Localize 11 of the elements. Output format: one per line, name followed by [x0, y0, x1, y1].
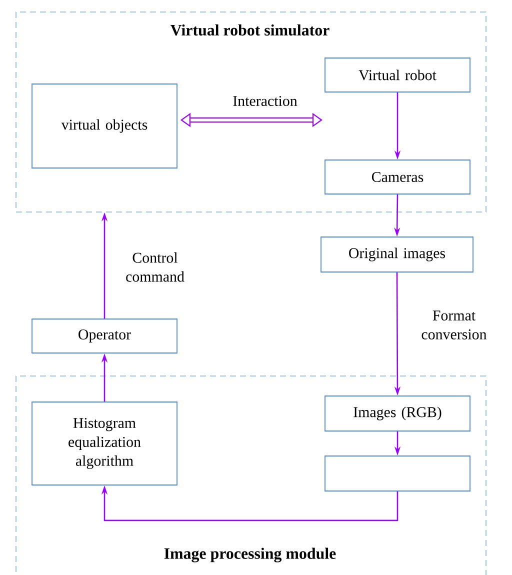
edge-label: Format conversion [422, 310, 487, 340]
process-box [324, 456, 470, 492]
process-box: Original images [320, 236, 474, 272]
process-box: Operator [32, 318, 178, 354]
process-box: Virtual robot [324, 58, 470, 92]
process-box: Images (RGB) [324, 396, 470, 432]
process-box: virtual objects [32, 84, 178, 168]
process-box: Histogram equalization algorithm [32, 402, 178, 486]
edge-label: Control command [126, 252, 184, 282]
edge-label: Interaction [233, 96, 298, 106]
process-box: Cameras [324, 160, 470, 194]
